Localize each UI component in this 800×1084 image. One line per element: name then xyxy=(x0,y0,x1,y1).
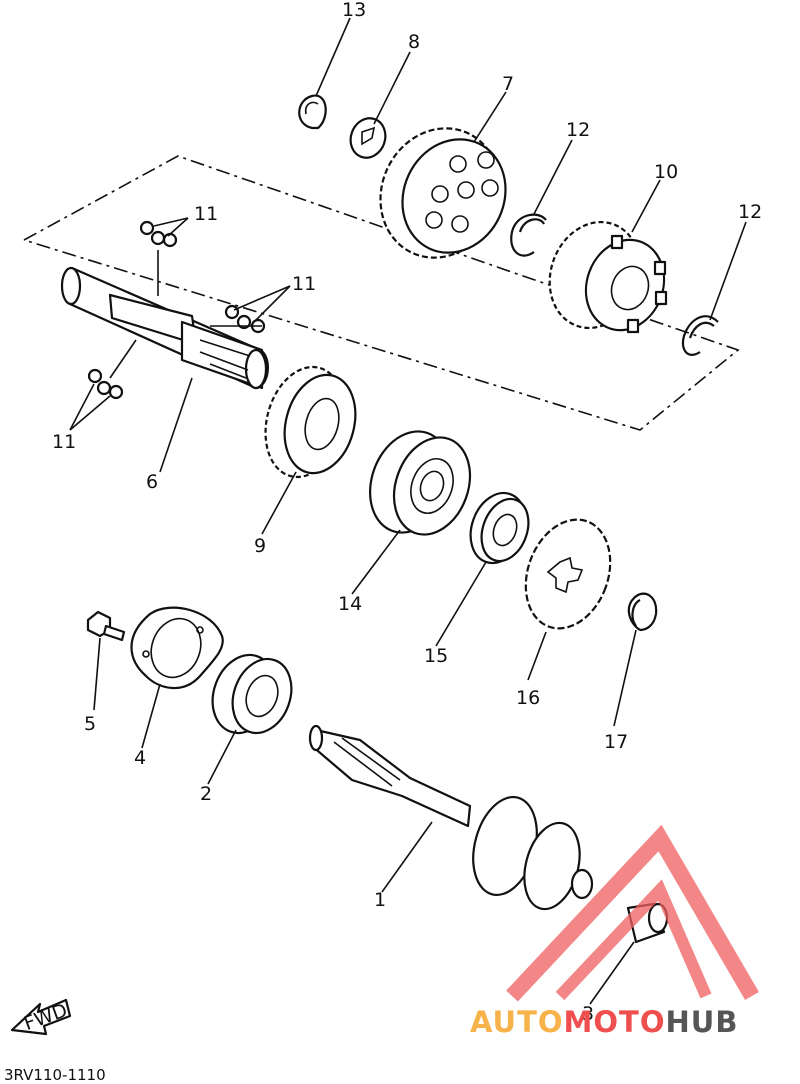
callout-3: 3 xyxy=(582,1003,594,1025)
watermark-logo: AUTOMOTOHUB xyxy=(470,1005,738,1039)
part-5-bolt xyxy=(86,610,126,642)
part-8-washer xyxy=(349,117,387,159)
leader-lines xyxy=(69,17,747,1005)
callout-11-lower: 11 xyxy=(52,431,76,453)
part-14-bearing xyxy=(369,430,472,536)
callout-14: 14 xyxy=(338,593,362,615)
watermark-moto: MOTO xyxy=(564,1005,666,1039)
part-11-balls-lower xyxy=(87,368,124,400)
callout-13: 13 xyxy=(342,0,366,21)
watermark-triangle xyxy=(506,824,759,1002)
callout-12-upper: 12 xyxy=(566,119,590,141)
fwd-arrow-icon: FWD xyxy=(10,998,72,1035)
part-7-gear xyxy=(379,127,507,259)
watermark-auto: AUTO xyxy=(470,1005,564,1039)
part-11-balls-upper xyxy=(139,220,178,248)
watermark-triangle-outer xyxy=(506,824,759,1002)
part-17-circlip xyxy=(627,592,658,632)
watermark-triangle-inner xyxy=(555,879,712,1001)
part-4-bearing-plate xyxy=(130,606,224,690)
part-13-circlip xyxy=(298,94,327,130)
callout-16: 16 xyxy=(516,687,540,709)
part-10-gear xyxy=(548,220,668,334)
callout-1: 1 xyxy=(374,889,386,911)
part-15-oil-seal xyxy=(469,491,530,565)
callout-10: 10 xyxy=(654,161,678,183)
callout-15: 15 xyxy=(424,645,448,667)
part-16-sprocket xyxy=(524,518,612,630)
part-11-balls-right xyxy=(224,304,266,334)
part-2-bearing xyxy=(211,653,293,735)
watermark-hub: HUB xyxy=(666,1005,739,1039)
callout-12-lower: 12 xyxy=(738,201,762,223)
callout-11-right: 11 xyxy=(292,273,316,295)
part-6-countershaft xyxy=(60,266,269,390)
callout-2: 2 xyxy=(200,783,212,805)
part-12-circlip-upper xyxy=(510,213,547,257)
drawing-code: 3RV110-1110 xyxy=(4,1066,106,1084)
callout-5: 5 xyxy=(84,713,96,735)
part-12-circlip-lower xyxy=(681,315,719,356)
callout-11-upper: 11 xyxy=(194,203,218,225)
callout-9: 9 xyxy=(254,535,266,557)
callout-8: 8 xyxy=(408,31,420,53)
callout-17: 17 xyxy=(604,731,628,753)
part-9-gear xyxy=(264,365,357,479)
part-1-main-axle xyxy=(308,724,594,911)
callout-6: 6 xyxy=(146,471,158,493)
callout-7: 7 xyxy=(502,73,514,95)
callout-4: 4 xyxy=(134,747,146,769)
